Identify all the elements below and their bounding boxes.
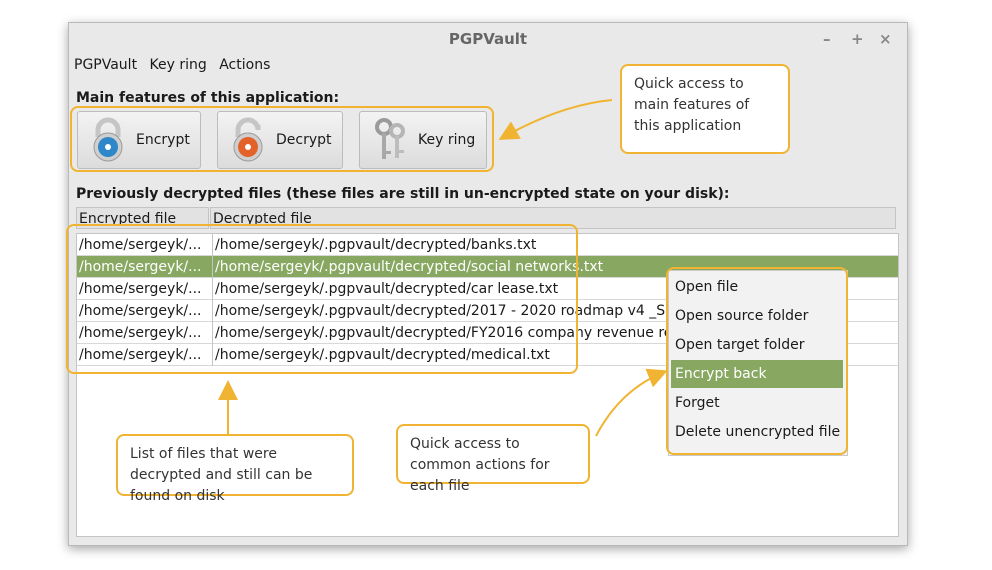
decrypted-file-cell: /home/sergeyk/.pgpvault/decrypted/car le…	[212, 278, 901, 300]
encrypted-file-cell: /home/sergeyk/...	[79, 237, 202, 253]
menu-item-forget[interactable]: Forget	[675, 395, 720, 411]
encrypt-button-label: Encrypt	[136, 132, 190, 148]
menubar: PGPVault Key ring Actions	[74, 57, 278, 73]
maximize-button[interactable]: +	[851, 30, 864, 48]
decrypted-file-cell: /home/sergeyk/.pgpvault/decrypted/medica…	[212, 344, 901, 366]
window-title: PGPVault	[448, 30, 528, 48]
column-header-encrypted[interactable]: Encrypted file	[76, 207, 209, 229]
decrypted-file-cell: /home/sergeyk/.pgpvault/decrypted/2017 -…	[212, 300, 901, 322]
keys-icon	[375, 118, 405, 159]
menu-item-encrypt-back[interactable]: Encrypt back	[671, 360, 843, 388]
menu-pgpvault[interactable]: PGPVault	[74, 57, 138, 73]
encrypted-file-cell: /home/sergeyk/...	[79, 325, 202, 341]
table-row[interactable]: /home/sergeyk/... /home/sergeyk/.pgpvaul…	[77, 322, 898, 344]
menu-item-open-source-folder[interactable]: Open source folder	[675, 308, 809, 324]
lock-open-orange-icon	[233, 117, 263, 162]
table-row[interactable]: /home/sergeyk/... /home/sergeyk/.pgpvaul…	[77, 234, 898, 256]
lock-closed-blue-icon	[93, 117, 123, 162]
encrypted-file-cell: /home/sergeyk/...	[79, 347, 202, 363]
menu-item-open-file[interactable]: Open file	[675, 279, 739, 295]
features-callout: Quick access to main features of this ap…	[620, 64, 790, 154]
table-row[interactable]: /home/sergeyk/... /home/sergeyk/.pgpvaul…	[77, 278, 898, 300]
encrypted-file-cell: /home/sergeyk/...	[79, 281, 202, 297]
minimize-button[interactable]: –	[823, 30, 831, 48]
actions-arrow	[595, 368, 668, 437]
decrypted-file-cell: /home/sergeyk/.pgpvault/decrypted/banks.…	[212, 234, 901, 256]
close-button[interactable]: ×	[879, 30, 892, 48]
context-menu: Open file Open source folder Open target…	[668, 270, 848, 456]
encrypt-button[interactable]: Encrypt	[77, 111, 201, 169]
menu-item-open-target-folder[interactable]: Open target folder	[675, 337, 805, 353]
features-arrow	[498, 99, 613, 140]
menu-item-delete-unencrypted[interactable]: Delete unencrypted file	[675, 424, 841, 440]
decrypted-file-cell: /home/sergeyk/.pgpvault/decrypted/FY2016…	[212, 322, 901, 344]
menu-key-ring[interactable]: Key ring	[149, 57, 207, 73]
table-row[interactable]: /home/sergeyk/... /home/sergeyk/.pgpvaul…	[77, 300, 898, 322]
files-callout: List of files that were decrypted and st…	[116, 434, 354, 504]
files-label: Previously decrypted files (these files …	[76, 186, 730, 202]
decrypt-button[interactable]: Decrypt	[217, 111, 343, 169]
actions-callout: Quick access to common actions for each …	[396, 424, 590, 494]
menu-actions[interactable]: Actions	[219, 57, 271, 73]
key-ring-button-label: Key ring	[418, 132, 476, 148]
main-features-label: Main features of this application:	[76, 90, 340, 106]
column-header-decrypted[interactable]: Decrypted file	[210, 207, 896, 229]
table-row[interactable]: /home/sergeyk/... /home/sergeyk/.pgpvaul…	[77, 344, 898, 366]
decrypt-button-label: Decrypt	[276, 132, 332, 148]
encrypted-file-cell: /home/sergeyk/...	[79, 259, 202, 275]
decrypted-file-cell: /home/sergeyk/.pgpvault/decrypted/social…	[212, 256, 901, 278]
key-ring-button[interactable]: Key ring	[359, 111, 487, 169]
encrypted-file-cell: /home/sergeyk/...	[79, 303, 202, 319]
